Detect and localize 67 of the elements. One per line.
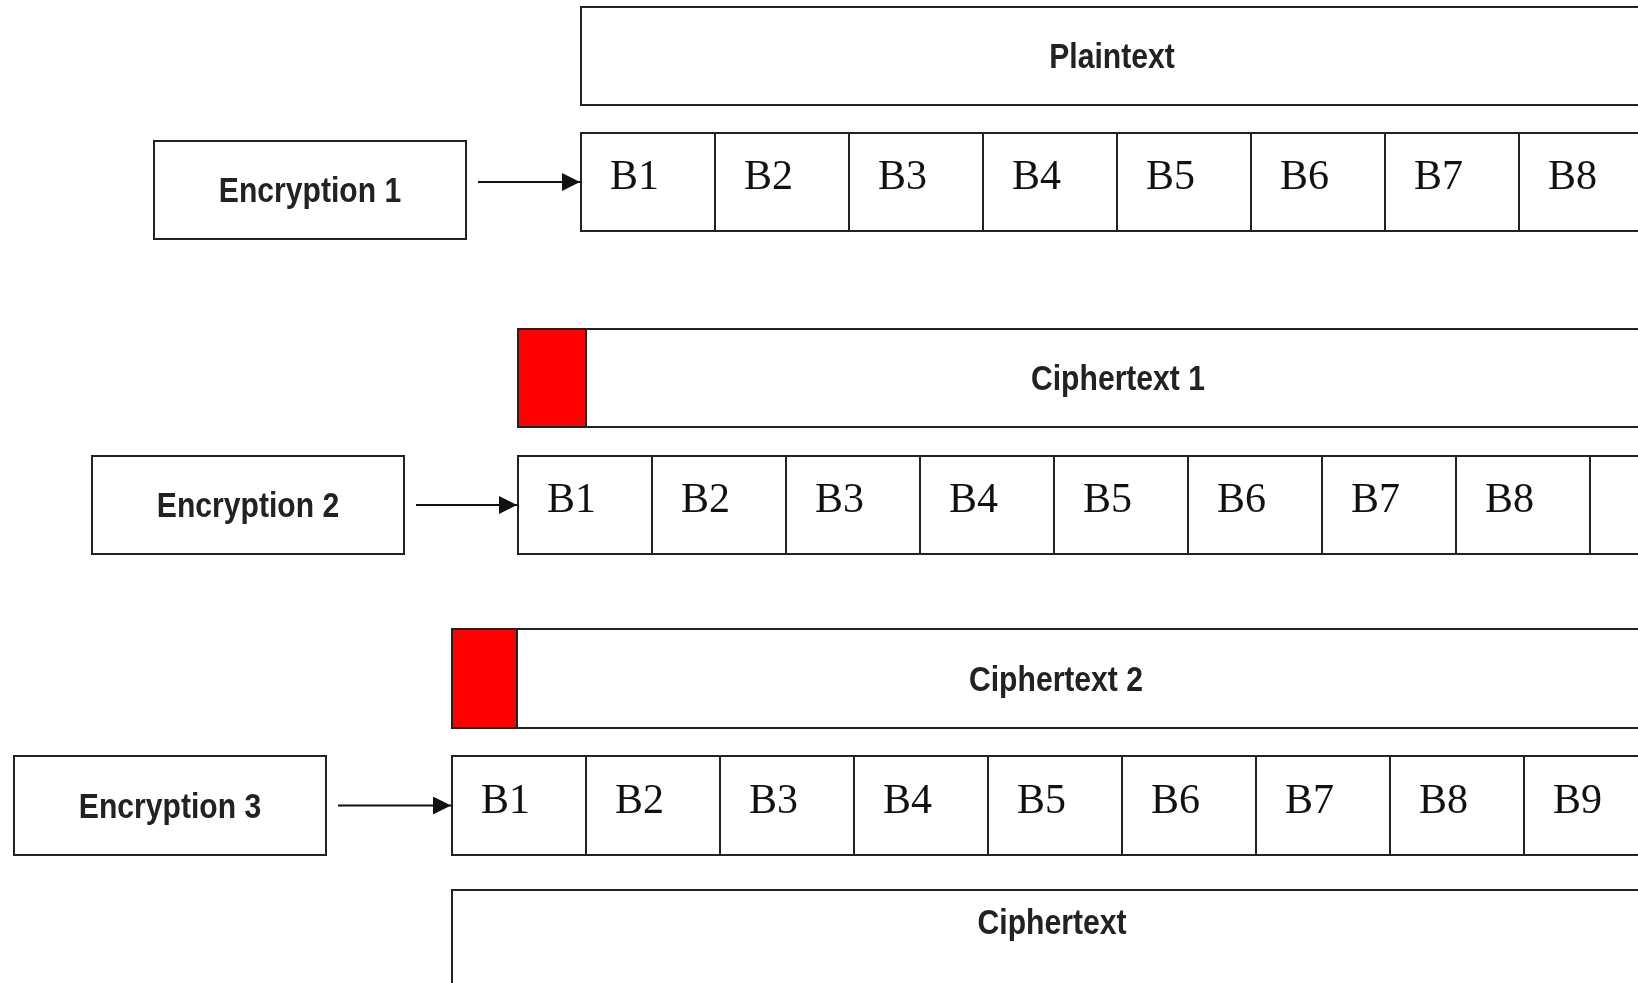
process-box — [91, 455, 405, 555]
block-label: B8 — [1484, 474, 1534, 522]
box-label: Ciphertext 1 — [1031, 358, 1205, 398]
block-label: B4 — [882, 774, 932, 823]
process-box — [13, 755, 327, 856]
block-label: B7 — [1350, 474, 1400, 522]
block-label: B1 — [480, 774, 530, 823]
arrow — [477, 173, 581, 191]
block-cell — [1187, 455, 1323, 555]
block-label: B6 — [1150, 774, 1200, 823]
block-cell — [517, 455, 653, 555]
block-label: B3 — [814, 474, 864, 522]
block-label: B4 — [1011, 151, 1061, 199]
block-cell — [785, 455, 921, 555]
box-label: Encryption 1 — [218, 170, 402, 210]
block-cell — [651, 455, 787, 555]
block-label: B6 — [1216, 474, 1266, 522]
block-label: B1 — [609, 151, 659, 199]
block-label: B2 — [680, 474, 730, 522]
block-label: B1 — [546, 474, 596, 522]
block-cell — [982, 132, 1118, 232]
block-cell — [585, 755, 721, 856]
block-label: B6 — [1279, 151, 1329, 199]
block-label: B5 — [1082, 474, 1132, 522]
block-label: B8 — [1547, 151, 1597, 199]
block-cell — [1384, 132, 1520, 232]
data-bar — [451, 889, 1638, 983]
block-cell — [848, 132, 984, 232]
block-cell — [1116, 132, 1252, 232]
box-label: Encryption 3 — [78, 785, 262, 826]
block-label: B4 — [948, 474, 998, 522]
block-cell — [987, 755, 1123, 856]
block-cell — [580, 132, 716, 232]
box-label: Plaintext — [1049, 36, 1175, 76]
process-box — [153, 140, 467, 240]
block-cell — [1121, 755, 1257, 856]
block-cell — [1250, 132, 1386, 232]
block-cell — [719, 755, 855, 856]
block-cell — [1255, 755, 1391, 856]
block-cell — [451, 755, 587, 856]
block-cell — [1389, 755, 1525, 856]
block-label: B5 — [1016, 774, 1066, 823]
block-label: B7 — [1413, 151, 1463, 199]
block-cell — [919, 455, 1055, 555]
block-cell — [1321, 455, 1457, 555]
block-label: B7 — [1284, 774, 1334, 823]
box-label: Encryption 2 — [156, 485, 340, 525]
block-label: B5 — [1145, 151, 1195, 199]
data-bar — [516, 628, 1638, 729]
block-cell — [1455, 455, 1591, 555]
filled-block — [451, 628, 518, 729]
block-label: B3 — [877, 151, 927, 199]
data-bar — [585, 328, 1638, 428]
arrow — [337, 796, 452, 815]
block-cell — [714, 132, 850, 232]
block-label: B2 — [614, 774, 664, 823]
box-label: Ciphertext 2 — [969, 658, 1143, 699]
data-bar — [580, 6, 1638, 106]
arrow — [415, 496, 518, 514]
block-label: B8 — [1418, 774, 1468, 823]
block-label: B3 — [748, 774, 798, 823]
block-cell — [1053, 455, 1189, 555]
block-label: B2 — [743, 151, 793, 199]
block-label: B9 — [1552, 774, 1602, 823]
block-cell — [853, 755, 989, 856]
box-label: Ciphertext — [977, 902, 1127, 942]
filled-block — [517, 328, 587, 428]
